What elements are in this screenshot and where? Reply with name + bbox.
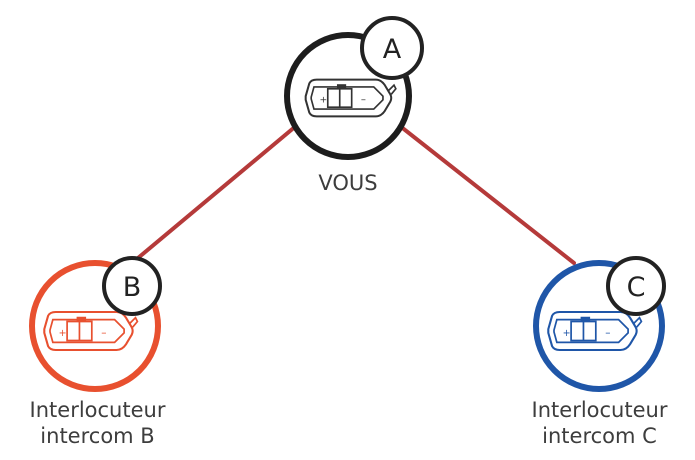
intercom-headset-device-icon [43,310,139,352]
node-c-caption: Interlocuteur intercom C [504,397,695,449]
badge-b-label: B [123,272,142,303]
node-you-caption-line1: VOUS [318,171,378,195]
node-b: B [29,256,162,392]
node-b-caption: Interlocuteur intercom B [0,397,195,449]
badge-b [102,256,162,316]
node-b-caption-line1: Interlocuteur [29,398,166,422]
badge-a-label: A [383,34,402,65]
node-c: C [533,256,666,392]
badge-c-label: C [627,272,646,303]
intercom-headset-device-icon [547,310,643,352]
badge-c [606,256,666,316]
node-c-caption-line1: Interlocuteur [531,398,668,422]
node-c-caption-line2: intercom C [542,424,657,448]
badge-a [360,16,424,80]
node-you: A [284,16,424,160]
node-you-caption: VOUS [298,170,398,196]
link-a-to-b [136,124,298,260]
link-a-to-c [398,124,576,265]
intercom-headset-device-icon [304,78,397,118]
node-b-caption-line2: intercom B [40,424,155,448]
